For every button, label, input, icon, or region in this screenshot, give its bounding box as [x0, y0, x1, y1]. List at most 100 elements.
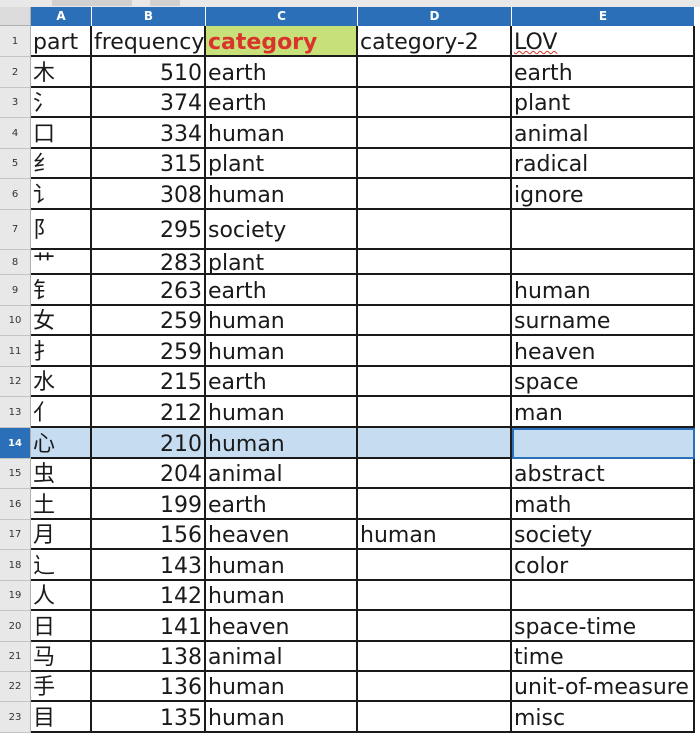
row-header[interactable]: 11: [0, 336, 31, 367]
cell-frequency[interactable]: 259: [92, 306, 206, 336]
cell-lov[interactable]: man: [512, 397, 695, 428]
cell-frequency[interactable]: 199: [92, 489, 206, 520]
cell-category[interactable]: earth: [206, 57, 358, 88]
cell-category2[interactable]: [358, 428, 512, 459]
cell-category[interactable]: earth: [206, 275, 358, 306]
cell-frequency[interactable]: 210: [92, 428, 206, 459]
row-header[interactable]: 20: [0, 611, 31, 642]
cell-category2[interactable]: [358, 250, 512, 275]
cell-category2[interactable]: [358, 642, 512, 672]
column-header-a[interactable]: A: [31, 7, 92, 26]
row-header[interactable]: 2: [0, 57, 31, 88]
cell-lov[interactable]: [512, 250, 695, 275]
cell-lov[interactable]: ignore: [512, 179, 695, 210]
cell-frequency[interactable]: 263: [92, 275, 206, 306]
row-header[interactable]: 23: [0, 702, 31, 733]
cell-category2[interactable]: [358, 581, 512, 611]
cell-category2[interactable]: [358, 306, 512, 336]
cell-part[interactable]: 女: [31, 306, 92, 336]
cell-frequency[interactable]: 142: [92, 581, 206, 611]
column-header-b[interactable]: B: [92, 7, 206, 26]
cell-lov[interactable]: unit-of-measure: [512, 672, 695, 702]
cell-category[interactable]: animal: [206, 642, 358, 672]
cell-category[interactable]: human: [206, 581, 358, 611]
cell-category[interactable]: human: [206, 550, 358, 581]
cell-frequency[interactable]: 315: [92, 149, 206, 179]
cell-lov[interactable]: earth: [512, 57, 695, 88]
cell-category2[interactable]: [358, 210, 512, 250]
cell-frequency[interactable]: 135: [92, 702, 206, 733]
header-cell-frequency[interactable]: frequency: [92, 26, 206, 57]
cell-part[interactable]: 氵: [31, 88, 92, 118]
cell-part[interactable]: 纟: [31, 149, 92, 179]
cell-lov[interactable]: animal: [512, 118, 695, 149]
row-header[interactable]: 15: [0, 459, 31, 489]
cell-category2[interactable]: [358, 550, 512, 581]
cell-lov[interactable]: human: [512, 275, 695, 306]
cell-part[interactable]: 扌: [31, 336, 92, 367]
cell-frequency[interactable]: 510: [92, 57, 206, 88]
row-header[interactable]: 18: [0, 550, 31, 581]
cell-frequency[interactable]: 295: [92, 210, 206, 250]
cell-category2[interactable]: [358, 672, 512, 702]
cell-category[interactable]: society: [206, 210, 358, 250]
cell-category2[interactable]: [358, 397, 512, 428]
cell-part[interactable]: 艹: [31, 250, 92, 275]
row-header[interactable]: 16: [0, 489, 31, 520]
cell-category2[interactable]: human: [358, 520, 512, 550]
row-header[interactable]: 10: [0, 306, 31, 336]
cell-lov[interactable]: color: [512, 550, 695, 581]
cell-frequency[interactable]: 308: [92, 179, 206, 210]
cell-frequency[interactable]: 143: [92, 550, 206, 581]
cell-part[interactable]: 心: [31, 428, 92, 459]
cell-part[interactable]: 讠: [31, 179, 92, 210]
cell-category[interactable]: heaven: [206, 520, 358, 550]
row-header[interactable]: 17: [0, 520, 31, 550]
cell-category[interactable]: earth: [206, 88, 358, 118]
row-header[interactable]: 4: [0, 118, 31, 149]
select-all-corner[interactable]: [0, 7, 31, 26]
cell-lov[interactable]: math: [512, 489, 695, 520]
cell-lov[interactable]: radical: [512, 149, 695, 179]
cell-lov[interactable]: misc: [512, 702, 695, 733]
row-header[interactable]: 19: [0, 581, 31, 611]
cell-frequency[interactable]: 138: [92, 642, 206, 672]
row-header[interactable]: 22: [0, 672, 31, 702]
cell-category[interactable]: human: [206, 672, 358, 702]
cell-part[interactable]: 虫: [31, 459, 92, 489]
cell-frequency[interactable]: 204: [92, 459, 206, 489]
cell-category2[interactable]: [358, 367, 512, 397]
row-header[interactable]: 9: [0, 275, 31, 306]
cell-category2[interactable]: [358, 149, 512, 179]
cell-part[interactable]: 土: [31, 489, 92, 520]
cell-part[interactable]: 手: [31, 672, 92, 702]
cell-lov[interactable]: space: [512, 367, 695, 397]
cell-lov[interactable]: [512, 428, 695, 459]
cell-category2[interactable]: [358, 702, 512, 733]
cell-category[interactable]: human: [206, 306, 358, 336]
cell-lov[interactable]: [512, 210, 695, 250]
cell-part[interactable]: 马: [31, 642, 92, 672]
cell-category[interactable]: human: [206, 428, 358, 459]
cell-frequency[interactable]: 141: [92, 611, 206, 642]
cell-category[interactable]: human: [206, 118, 358, 149]
cell-category2[interactable]: [358, 489, 512, 520]
cell-frequency[interactable]: 374: [92, 88, 206, 118]
cell-category[interactable]: human: [206, 179, 358, 210]
cell-part[interactable]: 水: [31, 367, 92, 397]
cell-category2[interactable]: [358, 275, 512, 306]
cell-category[interactable]: plant: [206, 149, 358, 179]
cell-part[interactable]: 阝: [31, 210, 92, 250]
cell-category[interactable]: human: [206, 702, 358, 733]
header-cell-category[interactable]: category: [206, 26, 358, 57]
cell-lov[interactable]: plant: [512, 88, 695, 118]
header-cell-lov[interactable]: LOV: [512, 26, 695, 57]
cell-lov[interactable]: space-time: [512, 611, 695, 642]
row-header[interactable]: 12: [0, 367, 31, 397]
cell-frequency[interactable]: 259: [92, 336, 206, 367]
cell-category[interactable]: plant: [206, 250, 358, 275]
row-header[interactable]: 7: [0, 210, 31, 250]
column-header-d[interactable]: D: [358, 7, 512, 26]
cell-frequency[interactable]: 215: [92, 367, 206, 397]
cell-category[interactable]: earth: [206, 489, 358, 520]
